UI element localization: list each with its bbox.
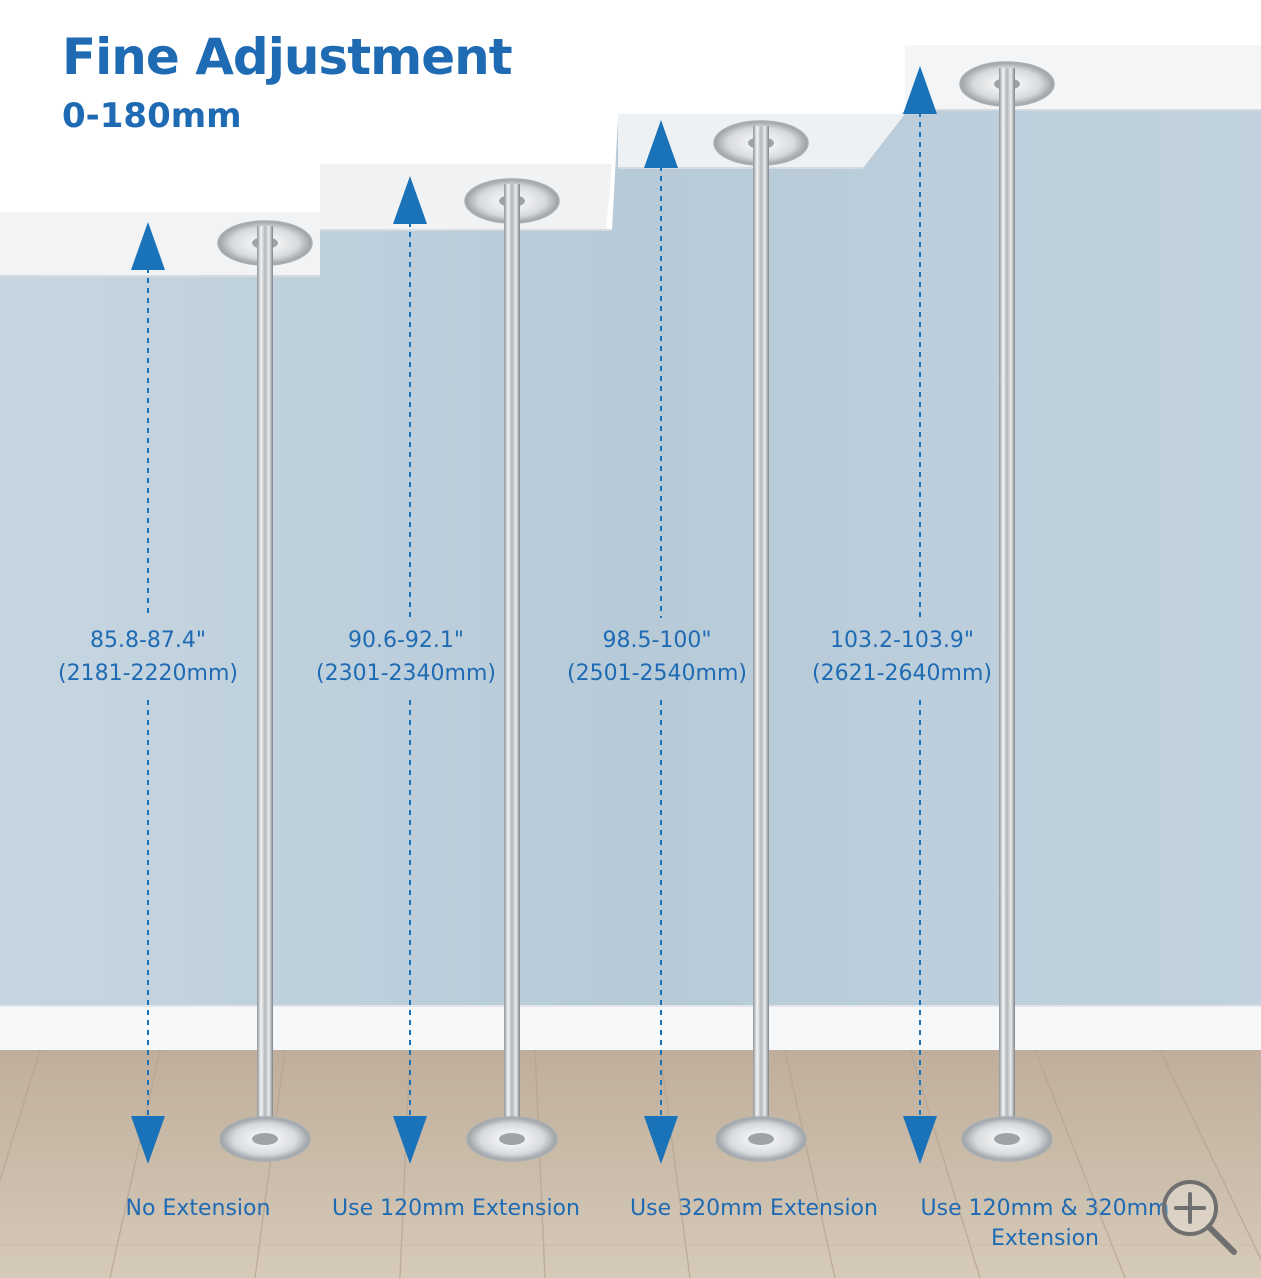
dimension-inches: 98.5-100" [602,628,712,653]
pole-4-shaft [999,68,1015,1139]
pole-caption-2: Use 120mm Extension [332,1196,580,1221]
floor-grain [0,1109,1261,1246]
dimension-arrow-1 [131,222,165,1164]
dimension-label-3: 98.5-100" (2501-2540mm) [537,624,777,690]
dimension-label-1: 85.8-87.4" (2181-2220mm) [28,624,268,690]
dimension-millimeters: (2301-2340mm) [316,661,496,686]
pole-caption-3: Use 320mm Extension [630,1196,878,1221]
pole-caption-1: No Extension [125,1196,271,1221]
page-subtitle: 0-180mm [62,96,242,136]
page-title: Fine Adjustment [62,28,513,86]
ceiling-shadow [905,45,1261,110]
floor-planks [0,1049,1261,1278]
dimension-arrow-4 [903,66,937,1164]
dimension-inches: 85.8-87.4" [89,628,207,653]
dimension-millimeters: (2181-2220mm) [58,661,238,686]
skirting-board [0,1006,1261,1050]
dimension-arrow-3 [644,120,678,1164]
dimension-millimeters: (2621-2640mm) [812,661,992,686]
dimension-inches: 90.6-92.1" [347,628,465,653]
dimension-arrow-2 [393,176,427,1164]
dimension-millimeters: (2501-2540mm) [567,661,747,686]
pole-4 [959,61,1055,1162]
pole-1-shaft [257,226,273,1139]
pole-2 [464,178,560,1162]
dimension-label-4: 103.2-103.9" (2621-2640mm) [782,624,1022,690]
pole-2-shaft [504,184,520,1139]
pole-caption-4: Use 120mm & 320mm Extension [920,1196,1170,1251]
dimension-label-2: 90.6-92.1" (2301-2340mm) [286,624,526,690]
zoom-in-button[interactable] [1158,1176,1242,1260]
pole-3 [713,120,809,1162]
dimension-inches: 103.2-103.9" [829,628,975,653]
zoom-in-icon [1162,1180,1237,1255]
pole-1 [217,220,313,1162]
floor [0,1050,1261,1278]
pole-3-shaft [753,126,769,1139]
